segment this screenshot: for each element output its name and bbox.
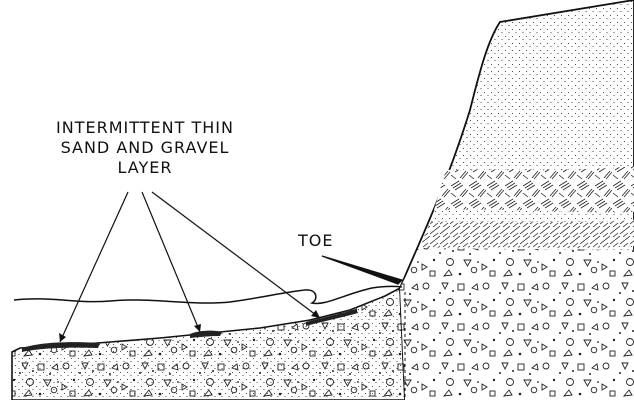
water-surface-line [14,286,402,303]
layer-label-line-2: SAND AND GRAVEL [14,138,276,158]
leader-line-1 [60,192,128,342]
toe-label: TOE [298,232,333,250]
toe-pointer [322,256,402,284]
layer-label-line-1: INTERMITTENT THIN [14,118,276,138]
leader-line-2 [142,192,200,332]
layer-label-line-3: LAYER [14,158,276,178]
layer-label: INTERMITTENT THIN SAND AND GRAVEL LAYER [14,118,276,178]
upland-gravel-zone [400,248,634,400]
leader-line-3 [152,192,320,318]
